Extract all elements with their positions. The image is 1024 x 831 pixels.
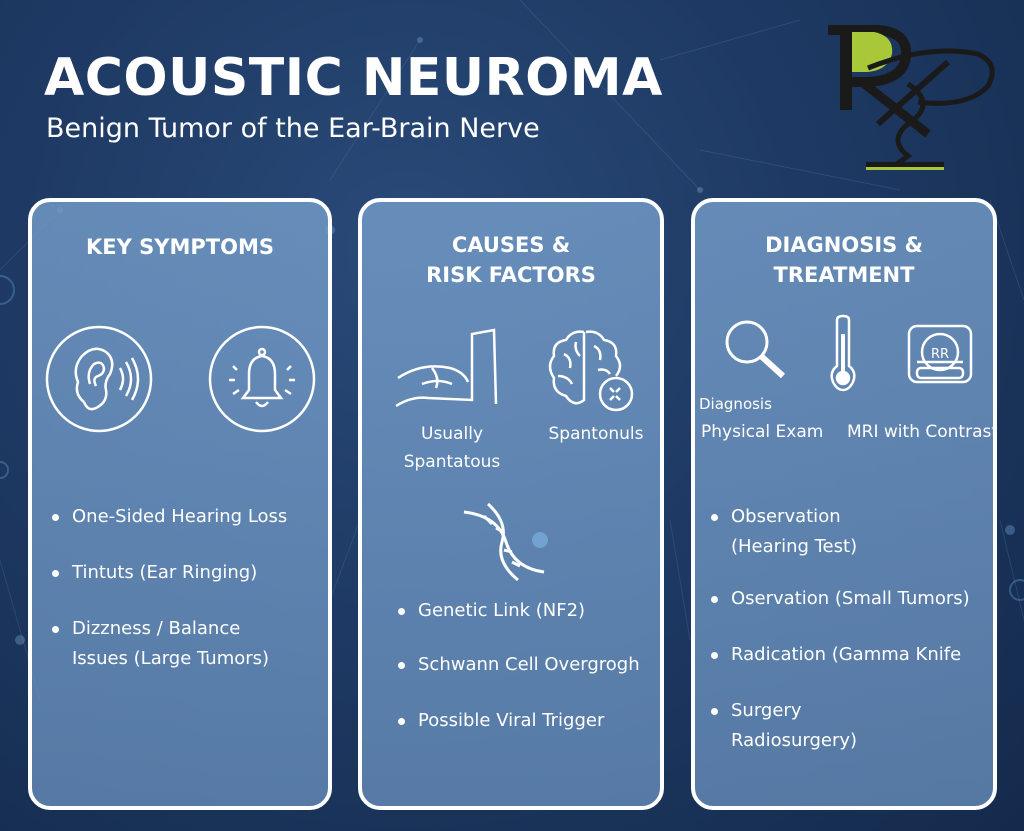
list-item: Tintuts (Ear Ringing) xyxy=(50,558,257,588)
usually-spontaneous-label: Usually Spantatous xyxy=(403,424,501,472)
mri-scanner-icon: RR xyxy=(905,322,975,388)
key-symptoms-panel: KEY SYMPTOMS One-Sided Hearing Loss Tint… xyxy=(28,198,332,810)
causes-title: CAUSES & RISK FACTORS xyxy=(426,233,596,287)
list-item: Genetic Link (NF2) xyxy=(396,596,585,626)
physical-exam-label: Physical Exam xyxy=(701,422,824,442)
page-subtitle: Benign Tumor of the Ear-Brain Nerve xyxy=(46,113,540,144)
list-item: Dizzness / Balance Issues (Large Tumors) xyxy=(50,614,269,674)
mri-with-contrast-label: MRI with Contrast xyxy=(847,422,997,442)
bell-ringing-icon xyxy=(207,324,317,434)
list-item: Schwann Cell Overgrogh xyxy=(396,650,640,680)
svg-text:RR: RR xyxy=(931,347,949,362)
thermometer-icon xyxy=(823,314,863,394)
spontaneous-label: Spantonuls xyxy=(548,424,644,444)
list-item: Oservation (Small Tumors) xyxy=(709,584,970,614)
list-item: Surgery Radiosurgery) xyxy=(709,696,857,756)
list-item: Observation (Hearing Test) xyxy=(709,502,857,562)
diagnosis-label: Diagnosis xyxy=(699,395,772,413)
arm-icon xyxy=(392,326,502,410)
causes-risk-factors-panel: CAUSES & RISK FACTORS Usually Spantatous… xyxy=(358,198,664,810)
ear-sound-icon xyxy=(44,324,154,434)
page-title: ACOUSTIC NEUROMA xyxy=(44,48,663,108)
key-symptoms-title: KEY SYMPTOMS xyxy=(86,235,274,259)
rx-pharmacy-logo xyxy=(828,25,995,170)
diagnosis-title: DIAGNOSIS & TREATMENT xyxy=(765,233,923,287)
list-item: Possible Viral Trigger xyxy=(396,706,604,736)
magnifier-icon xyxy=(723,318,789,380)
list-item: One-Sided Hearing Loss xyxy=(50,502,287,532)
list-item: Radication (Gamma Knife xyxy=(709,640,961,670)
brain-icon xyxy=(544,326,644,416)
dna-icon xyxy=(458,502,548,582)
diagnosis-treatment-panel: DIAGNOSIS & TREATMENT RR Diagnosis Physi… xyxy=(691,198,997,810)
